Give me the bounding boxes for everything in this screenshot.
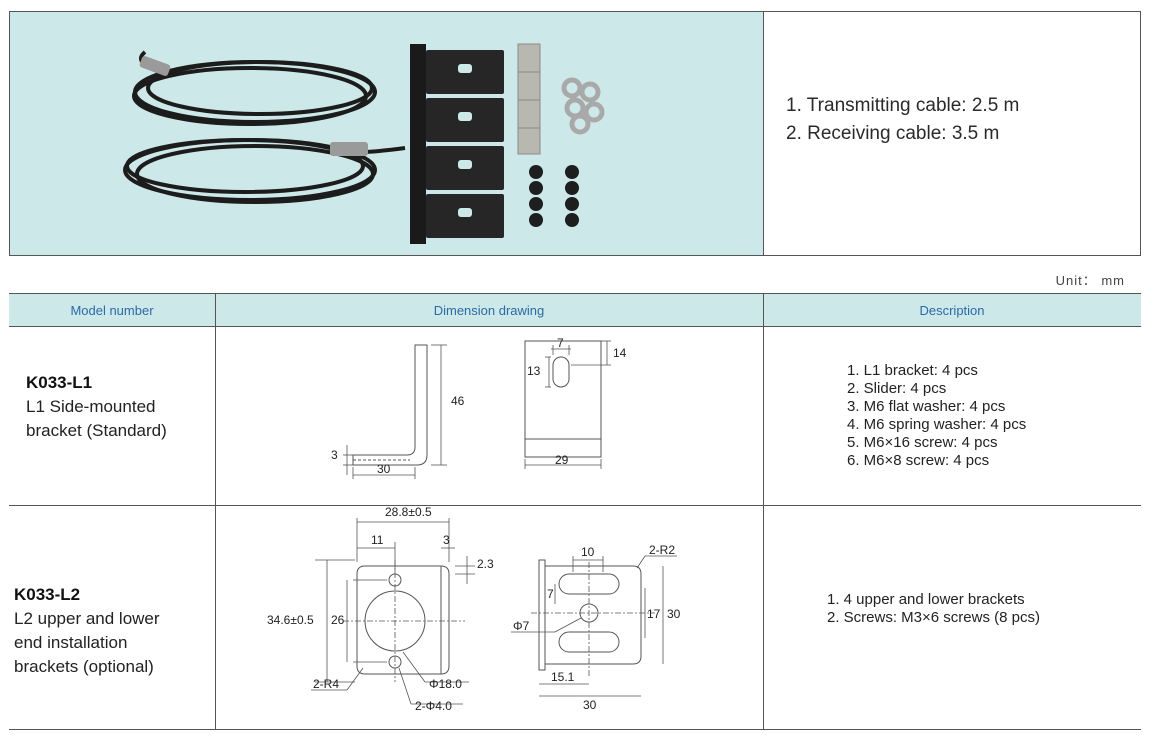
- description-line: 2. Screws: M3×6 screws (8 pcs): [827, 609, 1040, 626]
- dim-label: 46: [451, 394, 465, 408]
- description-line: 2. Slider: 4 pcs: [847, 380, 947, 397]
- unit-label: Unit： mm: [1055, 273, 1125, 288]
- bracket-stack-image: [410, 44, 504, 244]
- dim-label: 17: [647, 607, 661, 621]
- model-code: K033-L1: [26, 373, 93, 392]
- table-header: Model number Dimension drawing Descripti…: [9, 293, 1141, 327]
- dim-label: 3: [443, 533, 450, 547]
- model-name-line: bracket (Standard): [26, 421, 167, 440]
- transmitting-cable-image: [132, 50, 377, 126]
- description-line: 1. L1 bracket: 4 pcs: [847, 362, 978, 379]
- table-row-model-l2: K033-L2 L2 upper and lower end installat…: [14, 583, 160, 679]
- cable-spec-receiving: 2. Receiving cable: 3.5 m: [786, 122, 1000, 144]
- row-divider: [9, 729, 1141, 730]
- l1-dimension-drawing: 46 3 30 7 13 14 29: [331, 336, 627, 479]
- column-divider: [763, 293, 764, 730]
- dim-label: 30: [377, 462, 391, 476]
- row-divider: [9, 505, 1141, 506]
- model-name-line: end installation: [14, 633, 128, 652]
- dim-label: 13: [527, 364, 541, 378]
- receiving-cable-image: [123, 138, 406, 204]
- connector-image: [330, 142, 368, 156]
- dim-label: 2-R4: [313, 677, 339, 691]
- table-row-model-l1: K033-L1 L1 Side-mounted bracket (Standar…: [26, 371, 167, 443]
- description-line: 6. M6×8 screw: 4 pcs: [847, 452, 990, 469]
- product-hero: 1. Transmitting cable: 2.5 m 2. Receivin…: [9, 11, 1141, 256]
- dim-label: 7: [557, 336, 564, 350]
- slot-hole: [552, 356, 570, 388]
- accessories-photo: [10, 12, 764, 255]
- dim-label: 26: [331, 613, 345, 627]
- connector-image: [139, 56, 171, 76]
- dim-label: 28.8±0.5: [385, 506, 432, 519]
- dim-label: 11: [371, 533, 384, 547]
- cable-spec-transmitting: 1. Transmitting cable: 2.5 m: [786, 94, 1020, 116]
- description-line: 3. M6 flat washer: 4 pcs: [847, 398, 1006, 415]
- l-bracket-side-view: [352, 344, 428, 466]
- dim-label: Φ7: [513, 619, 530, 633]
- dim-label: Φ18.0: [429, 677, 462, 691]
- dim-label: 2-R2: [649, 543, 675, 557]
- dim-label: 10: [581, 545, 595, 559]
- description-line: 1. 4 upper and lower brackets: [827, 591, 1025, 608]
- accessory-table: Model number Dimension drawing Descripti…: [9, 293, 1141, 730]
- dim-label: 29: [555, 453, 569, 467]
- dim-label: 34.6±0.5: [267, 613, 314, 627]
- model-name-line: L2 upper and lower: [14, 609, 160, 628]
- model-name-line: L1 Side-mounted: [26, 397, 156, 416]
- table-row-description-l2: 1. 4 upper and lower brackets 2. Screws:…: [827, 591, 1040, 627]
- model-name-line: brackets (optional): [14, 657, 154, 676]
- dim-label: 30: [583, 698, 597, 712]
- header-description: Description: [919, 303, 985, 318]
- table-row-description-l1: 1. L1 bracket: 4 pcs 2. Slider: 4 pcs 3.…: [847, 362, 1026, 470]
- dim-label: 2.3: [477, 557, 494, 571]
- header-model-number: Model number: [70, 303, 154, 318]
- washers-image: [561, 77, 605, 135]
- cable-spec-list: 1. Transmitting cable: 2.5 m 2. Receivin…: [764, 12, 1140, 255]
- header-dimension-drawing: Dimension drawing: [433, 303, 545, 318]
- dim-label: 30: [667, 607, 681, 621]
- accessories-illustration: [123, 43, 605, 244]
- dim-label: 15.1: [551, 670, 575, 684]
- dim-label: 3: [331, 448, 338, 462]
- description-line: 4. M6 spring washer: 4 pcs: [847, 416, 1027, 433]
- dim-label: 7: [547, 587, 554, 601]
- model-code: K033-L2: [14, 585, 81, 604]
- dim-label: 2-Φ4.0: [415, 699, 452, 713]
- dim-label: 14: [613, 346, 627, 360]
- slider-stack-image: [517, 43, 541, 155]
- column-divider: [215, 293, 216, 730]
- description-line: 5. M6×16 screw: 4 pcs: [847, 434, 998, 451]
- l2-dimension-drawing: 28.8±0.5 11 3 2.3 34.6±0.5 26 2-R4 Φ18.0…: [267, 506, 681, 713]
- screws-image: [529, 165, 579, 227]
